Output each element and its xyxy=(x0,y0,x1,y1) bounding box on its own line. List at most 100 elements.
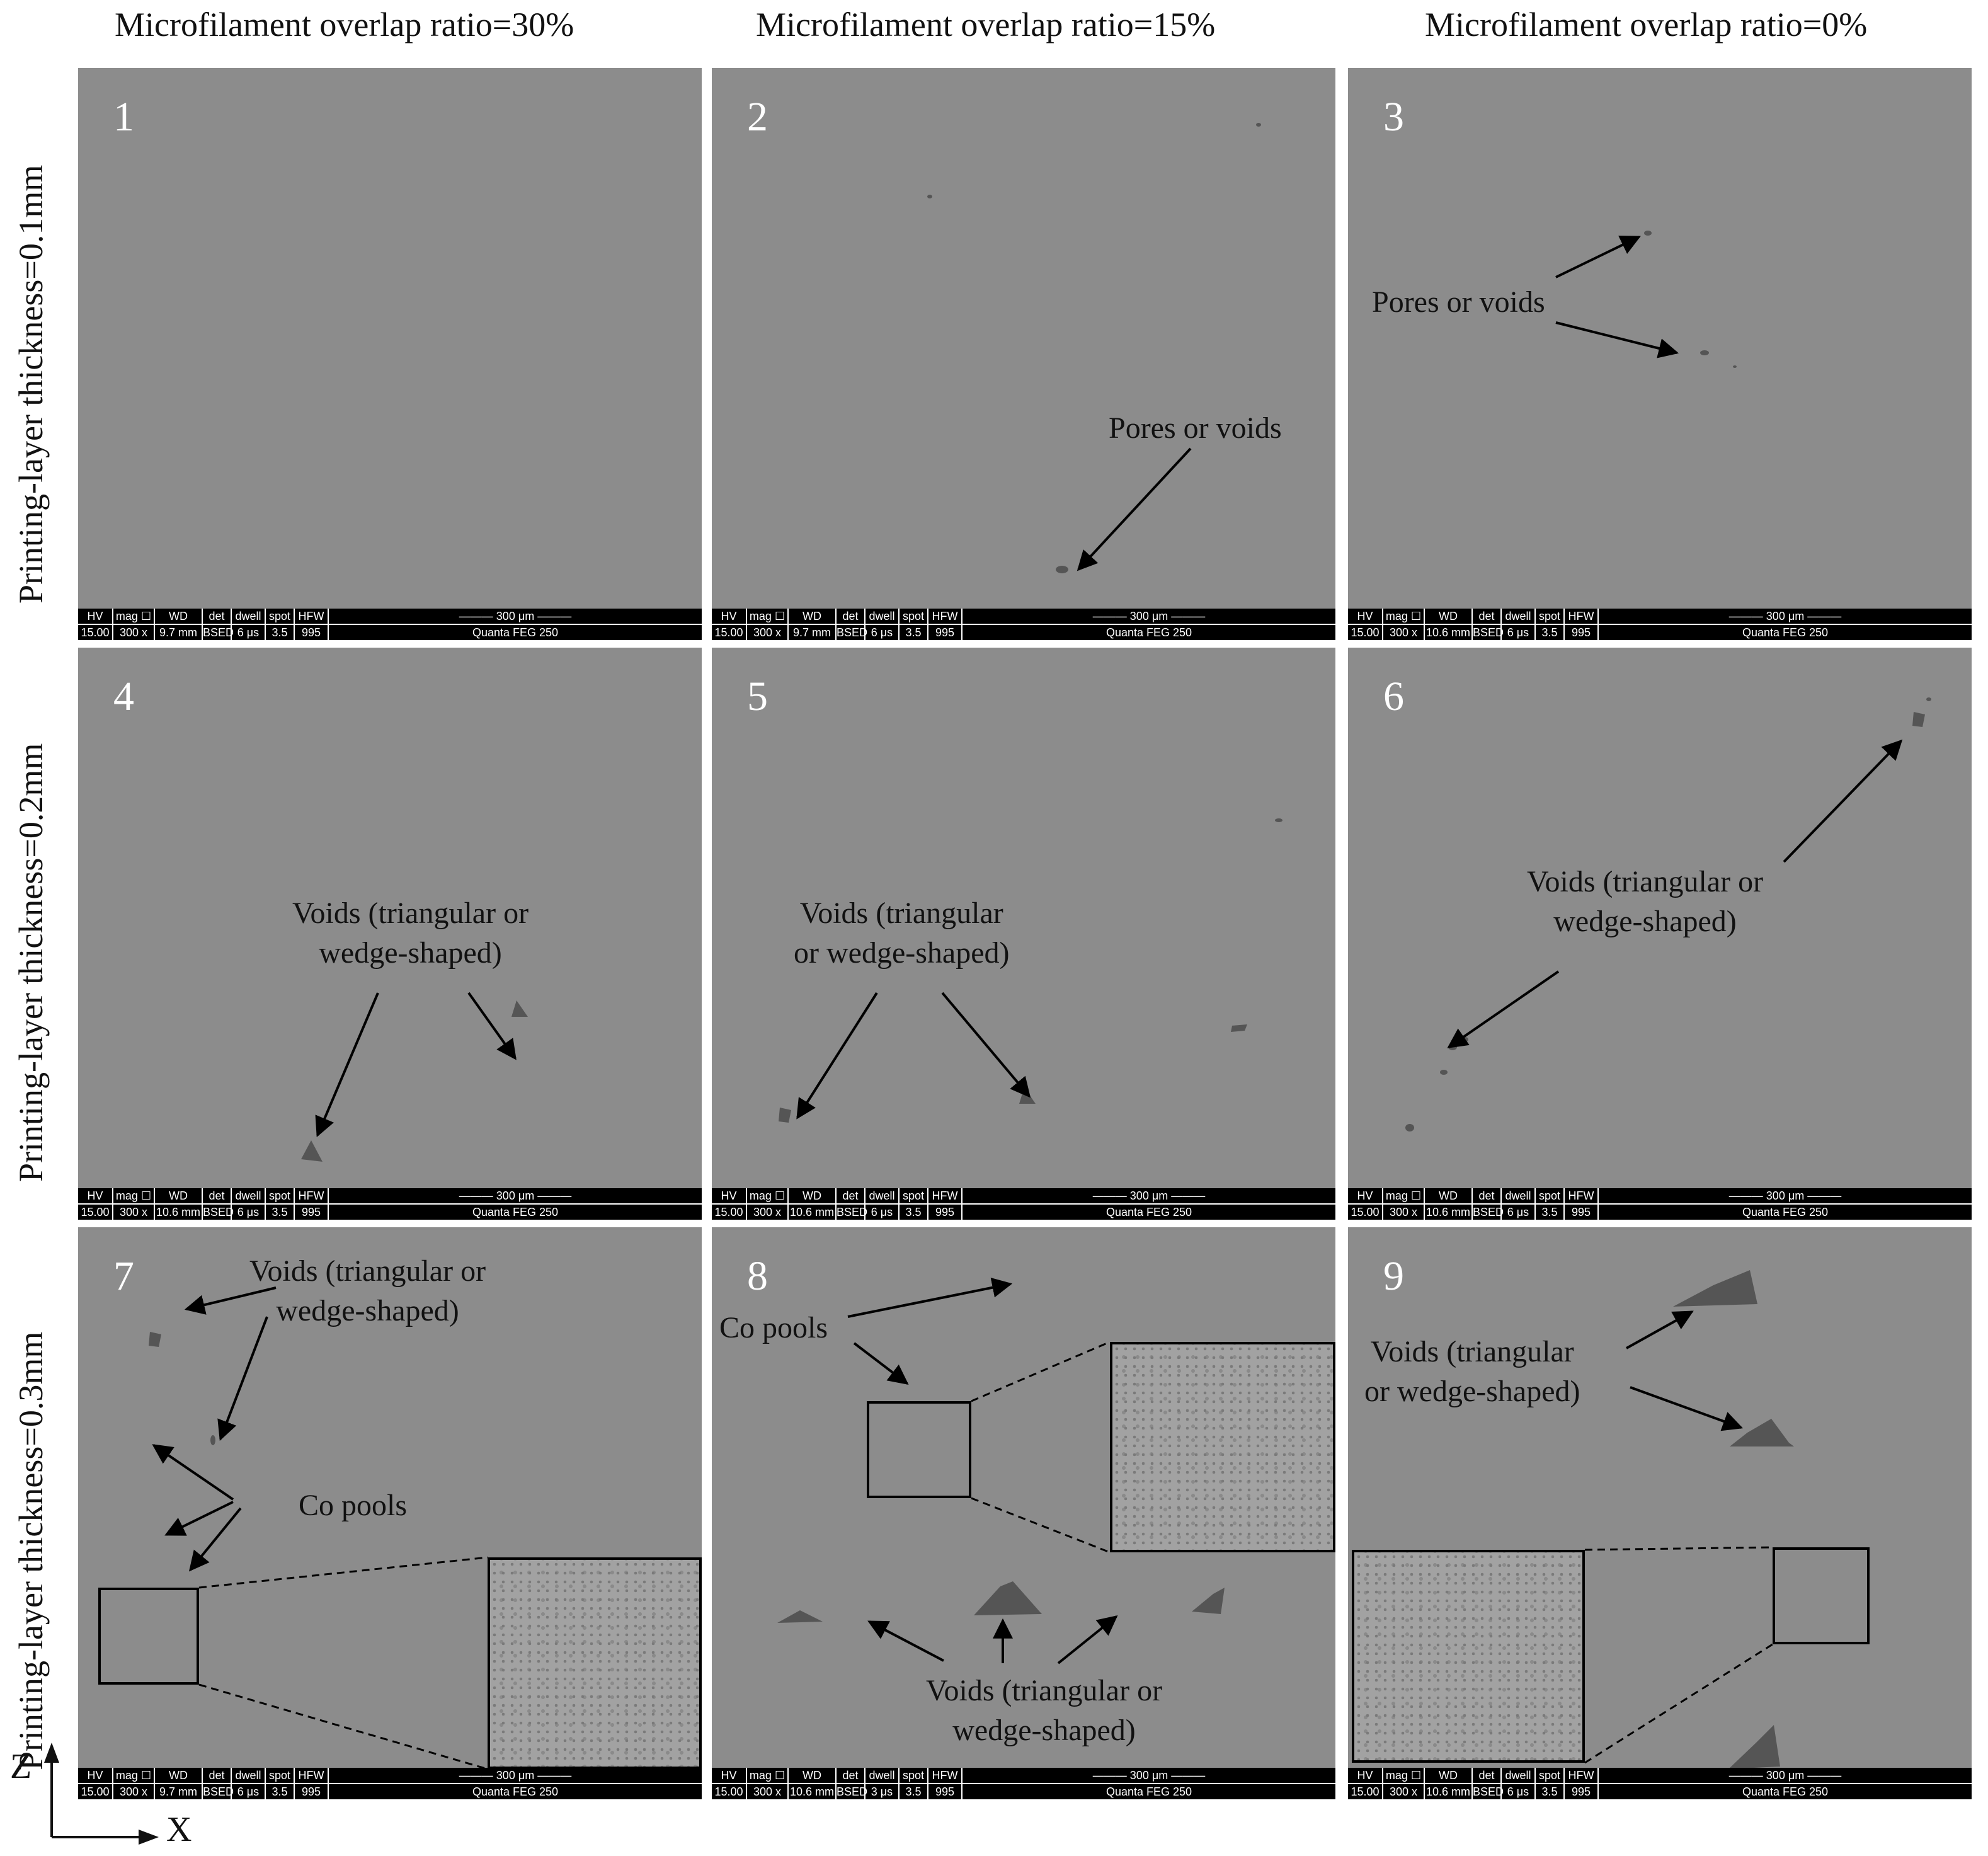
panel-marks xyxy=(779,818,1282,1123)
panel-number: 6 xyxy=(1383,673,1404,719)
sem-field-mag: mag ☐300 x xyxy=(113,609,155,640)
panel-number: 8 xyxy=(747,1253,768,1299)
magnified-inset xyxy=(1352,1550,1585,1763)
sem-field-mag: mag ☐300 x xyxy=(747,1188,789,1220)
void-mark xyxy=(1056,566,1068,573)
void-mark xyxy=(1730,1419,1794,1446)
annotation-arrow xyxy=(796,992,878,1120)
annotation-arrow xyxy=(1077,447,1192,571)
void-mark xyxy=(927,195,932,198)
annotation-label: Co pools xyxy=(299,1489,408,1522)
sem-field-mag: mag ☐300 x xyxy=(113,1768,155,1799)
panel-marks xyxy=(301,992,528,1162)
annotation-arrow xyxy=(1057,1615,1118,1664)
selection-box xyxy=(98,1588,199,1685)
annotation-label: Pores or voids xyxy=(1372,285,1545,319)
panel-number: 9 xyxy=(1383,1253,1404,1299)
annotation-arrow xyxy=(1555,236,1641,278)
void-mark xyxy=(1912,712,1925,727)
scale-bar: ——— 300 μm ———Quanta FEG 250 xyxy=(963,1188,1335,1220)
scale-bar: ——— 300 μm ———Quanta FEG 250 xyxy=(1599,609,1972,640)
scale-bar: ——— 300 μm ———Quanta FEG 250 xyxy=(329,1188,702,1220)
annotation-arrow xyxy=(1447,970,1560,1048)
magnified-inset xyxy=(1110,1342,1335,1552)
panel-marks xyxy=(1405,697,1931,1131)
annotation-arrow xyxy=(1630,1386,1744,1431)
column-title-1: Microfilament overlap ratio=30% xyxy=(115,6,574,43)
panel-marks xyxy=(149,1286,488,1770)
axis-x-label: X xyxy=(166,1810,192,1849)
scale-bar: ——— 300 μm ———Quanta FEG 250 xyxy=(1599,1188,1972,1220)
annotation-label: Pores or voids xyxy=(1109,411,1282,445)
void-mark xyxy=(1673,1270,1757,1307)
void-mark xyxy=(1733,365,1737,368)
annotation-arrow xyxy=(164,1501,234,1536)
sem-field-mag: mag ☐300 x xyxy=(1383,1188,1425,1220)
void-mark xyxy=(974,1581,1042,1615)
annotation-arrow xyxy=(184,1286,277,1315)
void-mark xyxy=(1926,697,1931,701)
panel-number: 2 xyxy=(747,94,768,140)
void-mark xyxy=(301,1140,323,1162)
void-mark xyxy=(149,1332,161,1347)
void-mark xyxy=(779,1108,791,1123)
panel-number: 7 xyxy=(113,1253,134,1299)
annotation-arrow xyxy=(1555,321,1679,358)
scale-bar: ——— 300 μm ———Quanta FEG 250 xyxy=(963,609,1335,640)
magnified-inset xyxy=(488,1557,702,1769)
inset-connector xyxy=(198,1556,488,1589)
panel-marks xyxy=(1555,231,1737,368)
panel-number: 3 xyxy=(1383,94,1404,140)
column-title-2: Microfilament overlap ratio=15% xyxy=(756,6,1216,43)
inset-connector xyxy=(1584,1546,1773,1551)
